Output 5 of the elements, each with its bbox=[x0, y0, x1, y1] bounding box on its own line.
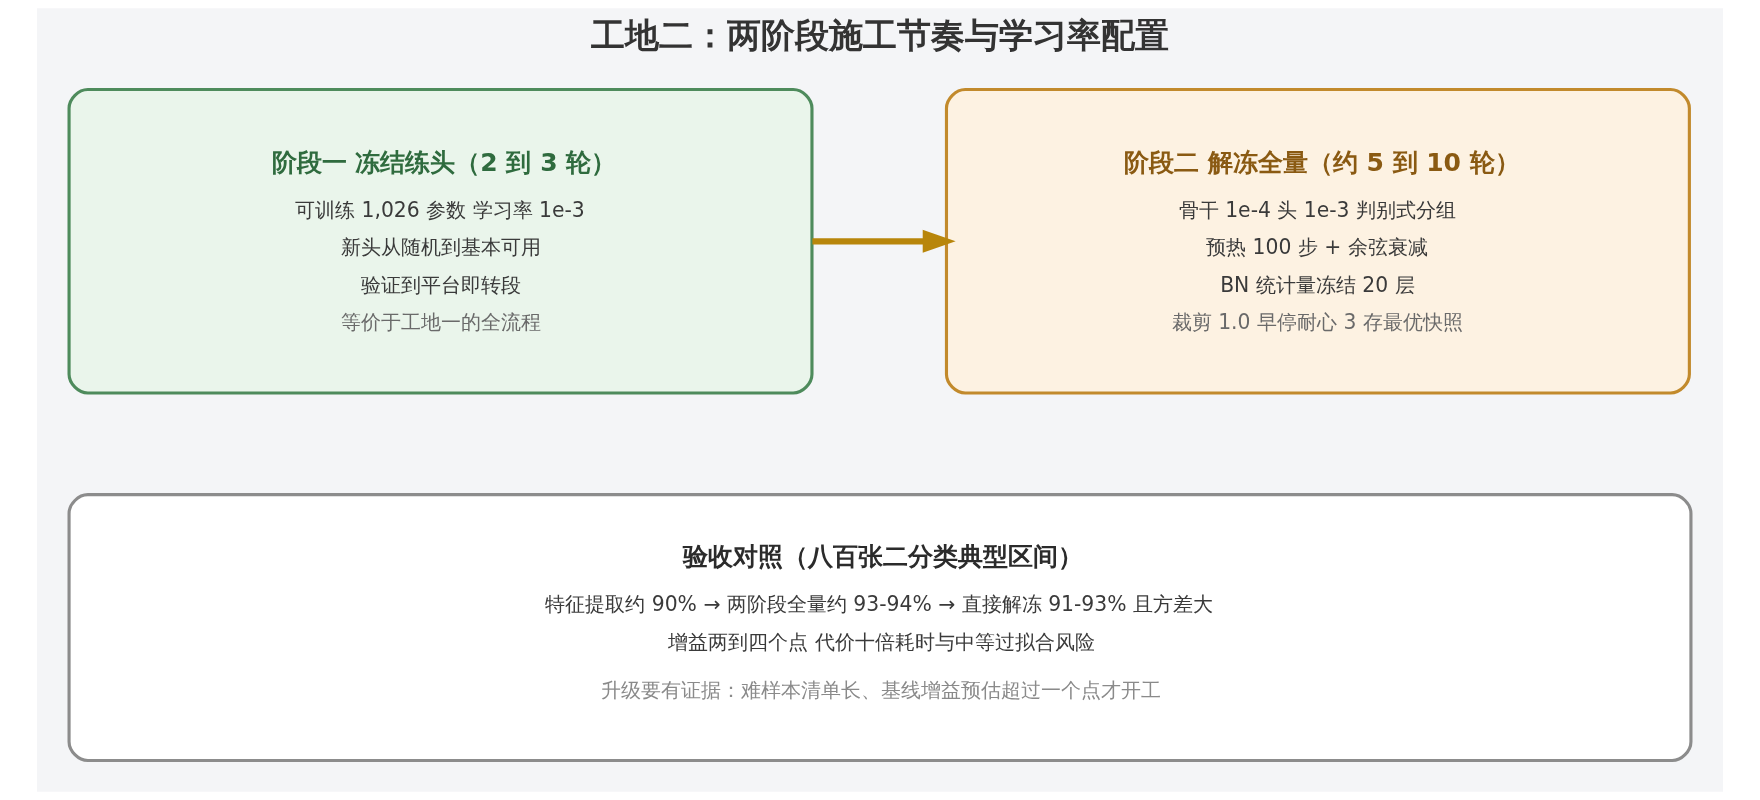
diagram-title: 工地二：两阶段施工节奏与学习率配置 bbox=[590, 14, 1169, 55]
node-box: 阶段一 冻结练头（2 到 3 轮） 可训练 1,026 参数 学习率 1e-3 新头从随机到基本可用 验证到平台即转段 等价于工地一的全流程 bbox=[67, 87, 814, 395]
node-box: 阶段二 解冻全量（约 5 到 10 轮） 骨干 1e-4 头 1e-3 判别式分组 预热 100 步 + 余弦衰减 BN 统计量冻结 20 层 裁剪 1.0 早停耐心 3 存最优快照 bbox=[944, 87, 1691, 395]
arrow bbox=[812, 229, 956, 253]
node-box: 验收对照（八百张二分类典型区间） 特征提取约 90% → 两阶段全量约 93-94% → 直接解冻 91-93% 且方差大 增益两到四个点 代价十倍耗时与中等过拟合风险 升级要有证据：难样本清单长、基线增益预估超过一个点才开工 bbox=[67, 493, 1693, 763]
